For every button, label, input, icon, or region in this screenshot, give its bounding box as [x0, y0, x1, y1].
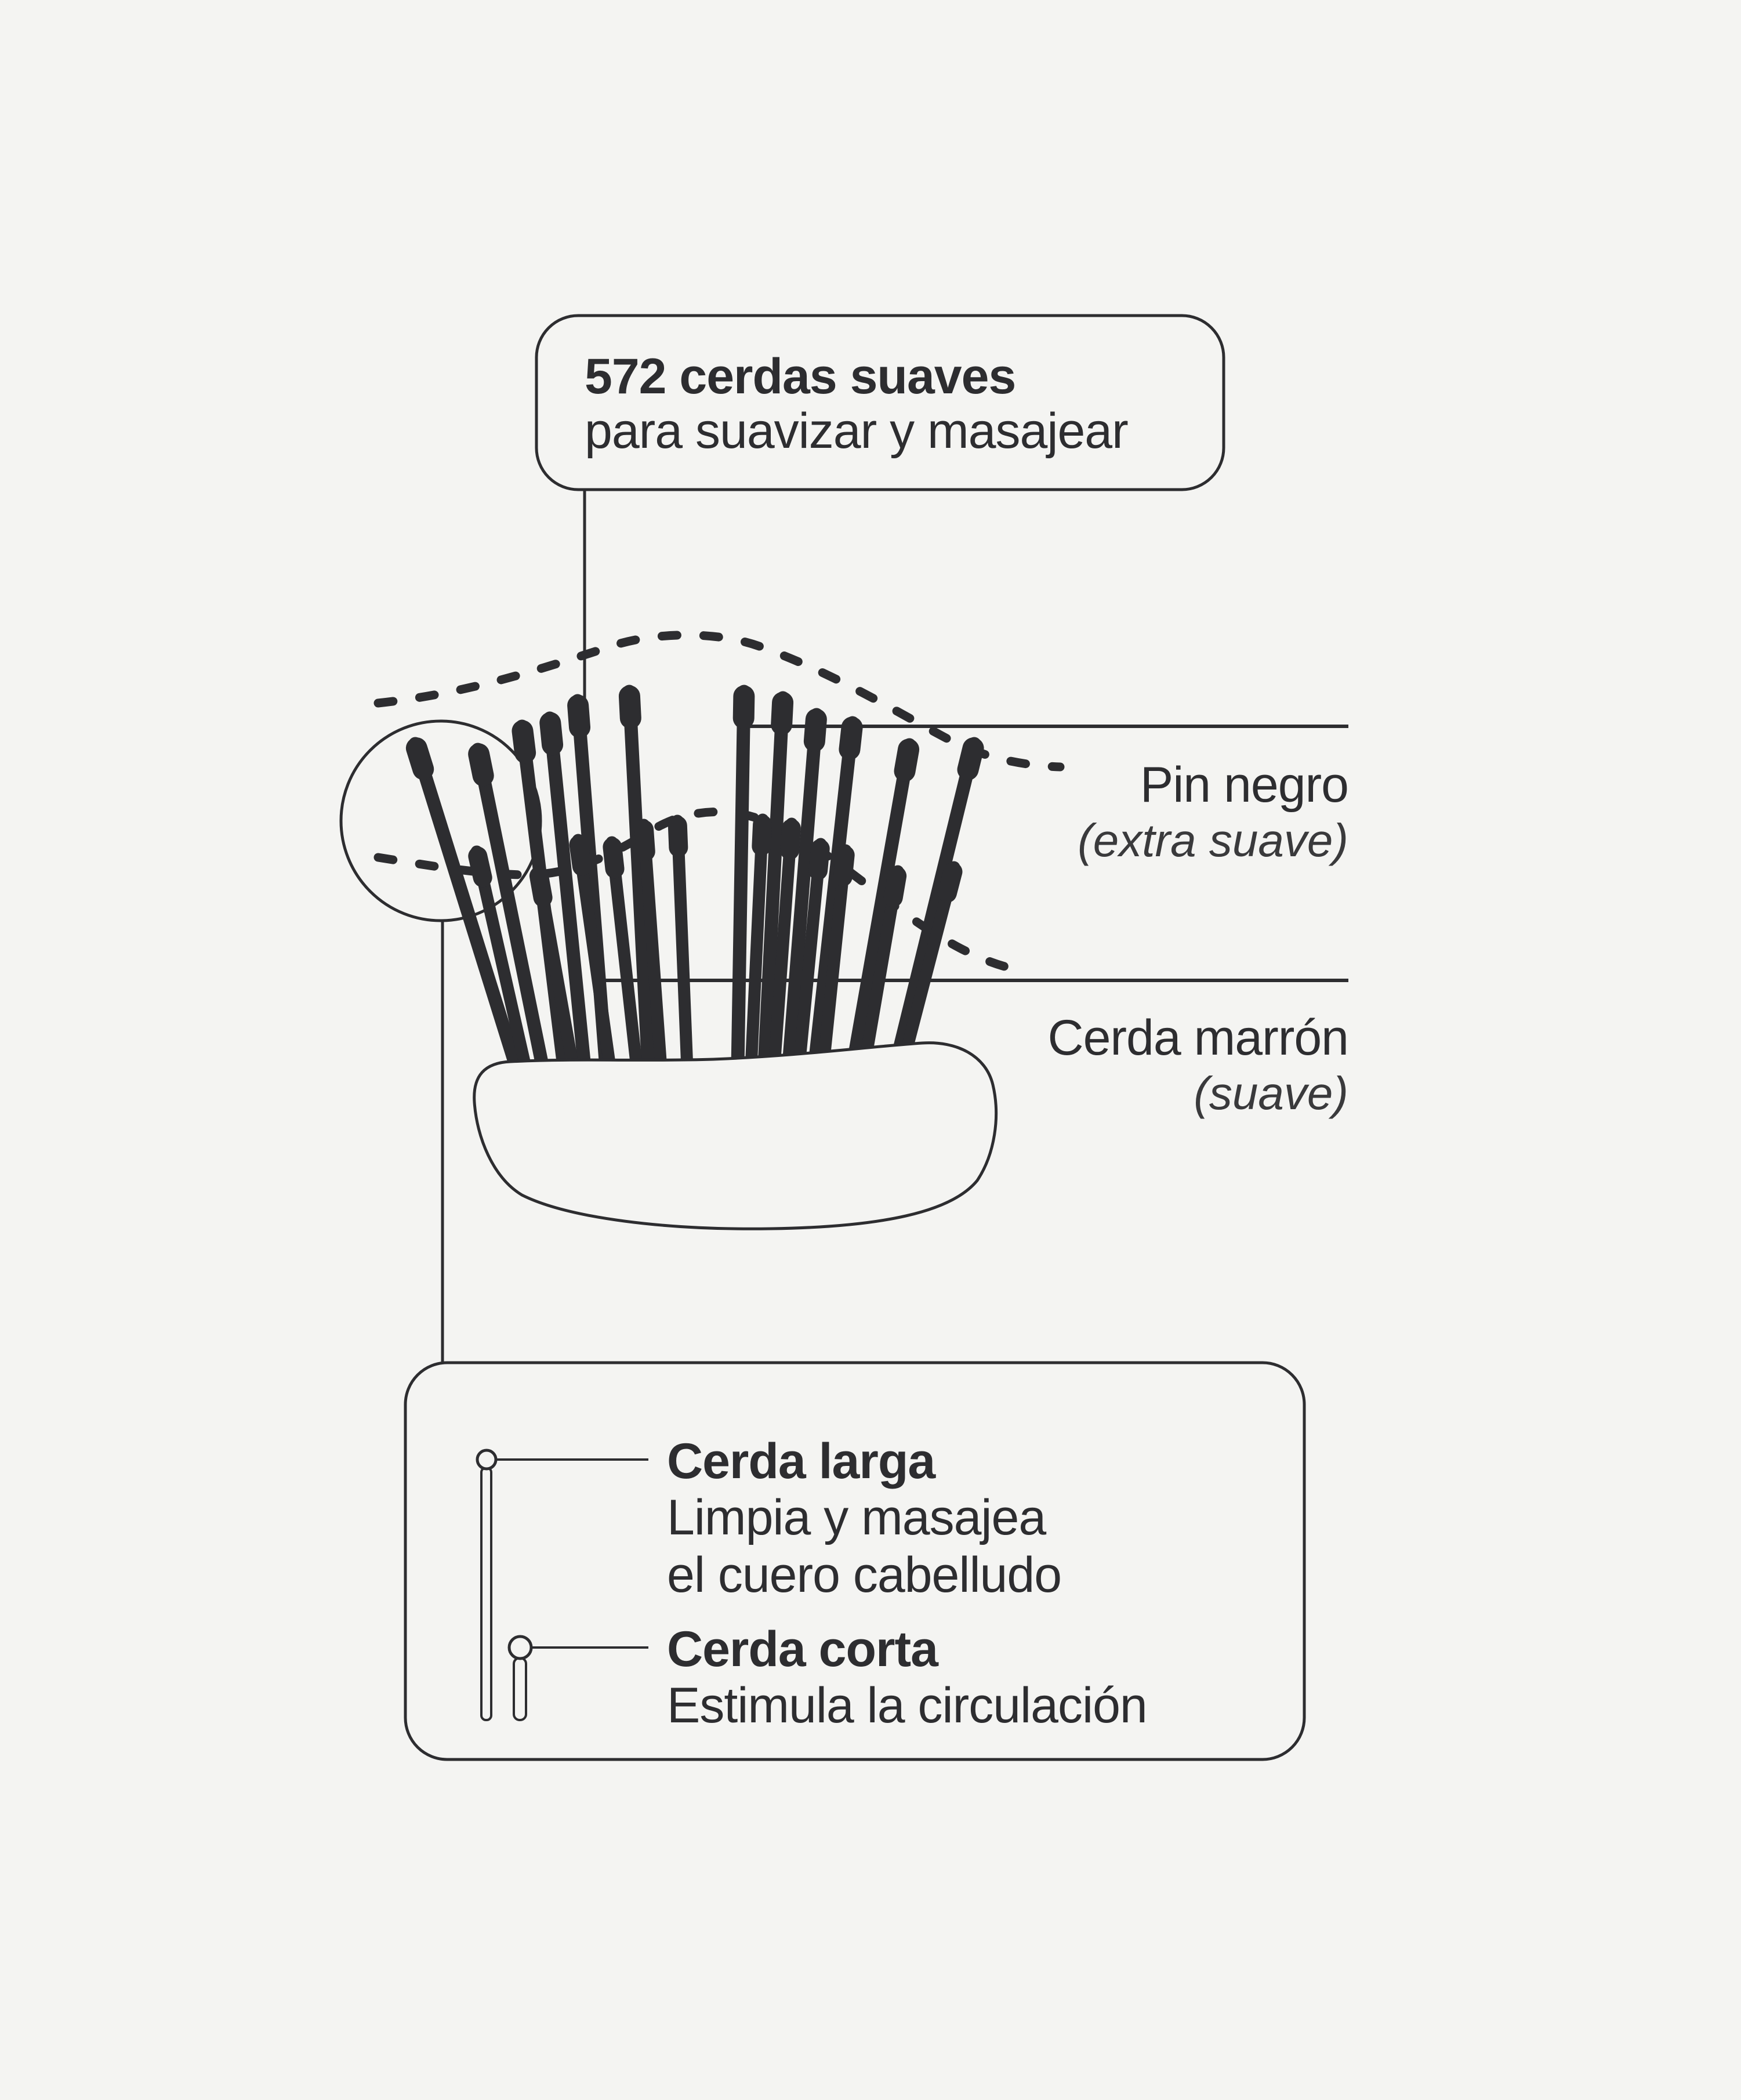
- bristle-long-head: [567, 694, 591, 738]
- bristle-short-head: [634, 820, 655, 861]
- bristle-short: [572, 834, 621, 1106]
- bristle-short-head: [752, 814, 772, 856]
- bristle-long-head: [771, 691, 794, 736]
- bristle-short-head: [833, 845, 855, 887]
- bristle-short: [671, 814, 695, 1110]
- cerda-marron-label: Cerda marrón: [1047, 1010, 1348, 1066]
- cerda-larga-desc2: el cuero cabelludo: [667, 1547, 1061, 1603]
- cerda-larga-title: Cerda larga: [667, 1433, 936, 1489]
- bristle-long-head: [405, 737, 434, 780]
- top-callout-title: 572 cerdas suaves: [585, 349, 1015, 404]
- highlight-circle: [339, 719, 542, 922]
- bristle-short-head: [468, 846, 492, 888]
- pin-negro-label: Pin negro: [1140, 757, 1348, 813]
- top-callout-subtitle: para suavizar y masajear: [585, 403, 1128, 459]
- bristle-long: [803, 716, 859, 1118]
- bristle-long: [471, 743, 558, 1116]
- bristle-long: [543, 711, 596, 1123]
- bristle-short: [605, 836, 647, 1106]
- bristle-short-head: [883, 866, 907, 907]
- bristle-short-head: [603, 837, 625, 879]
- bristle-long-head: [957, 737, 984, 781]
- pin-negro-sublabel: (extra suave): [1078, 814, 1348, 866]
- bristle-long-head: [894, 738, 920, 782]
- long-bristle-tip: [476, 1449, 498, 1471]
- bristle-short: [532, 865, 584, 1100]
- bristle-long-head: [618, 685, 641, 729]
- bristle-short-head: [808, 839, 830, 881]
- bristle-long-head: [539, 712, 564, 756]
- bristle-long: [755, 691, 790, 1125]
- bristle-short-head: [668, 816, 688, 857]
- bristle-long: [778, 708, 824, 1121]
- bristle-short: [470, 845, 538, 1100]
- bristle-long-head: [468, 743, 494, 787]
- bristle-long-head: [732, 685, 755, 729]
- cerda-marron-sublabel: (suave): [1194, 1067, 1348, 1119]
- bristle-long-head: [803, 708, 827, 752]
- bottom-callout-box: [404, 1361, 1306, 1761]
- bristle-long: [408, 737, 536, 1115]
- bristle-short-head: [780, 819, 801, 860]
- bristle-long-head: [512, 720, 536, 764]
- brush-pad: [473, 1041, 998, 1230]
- bristle-short: [637, 819, 670, 1109]
- bristle-short: [743, 813, 769, 1109]
- bristle-long: [730, 685, 751, 1127]
- cerda-corta-desc1: Estimula la circulación: [667, 1678, 1147, 1733]
- bristle-long: [839, 738, 916, 1111]
- cerda-larga-desc1: Limpia y masajea: [667, 1490, 1046, 1545]
- bristle-long: [622, 685, 658, 1128]
- bristle-long: [880, 737, 981, 1106]
- bristle-short-head: [569, 835, 592, 877]
- short-bristle-tip: [507, 1635, 533, 1660]
- bristle-short-head: [529, 866, 553, 907]
- bristle-cluster: [405, 685, 984, 1128]
- bristle-short-head: [937, 862, 963, 903]
- cerda-corta-title: Cerda corta: [667, 1621, 939, 1677]
- top-callout-box: [535, 314, 1225, 491]
- bristle-long-head: [839, 716, 863, 761]
